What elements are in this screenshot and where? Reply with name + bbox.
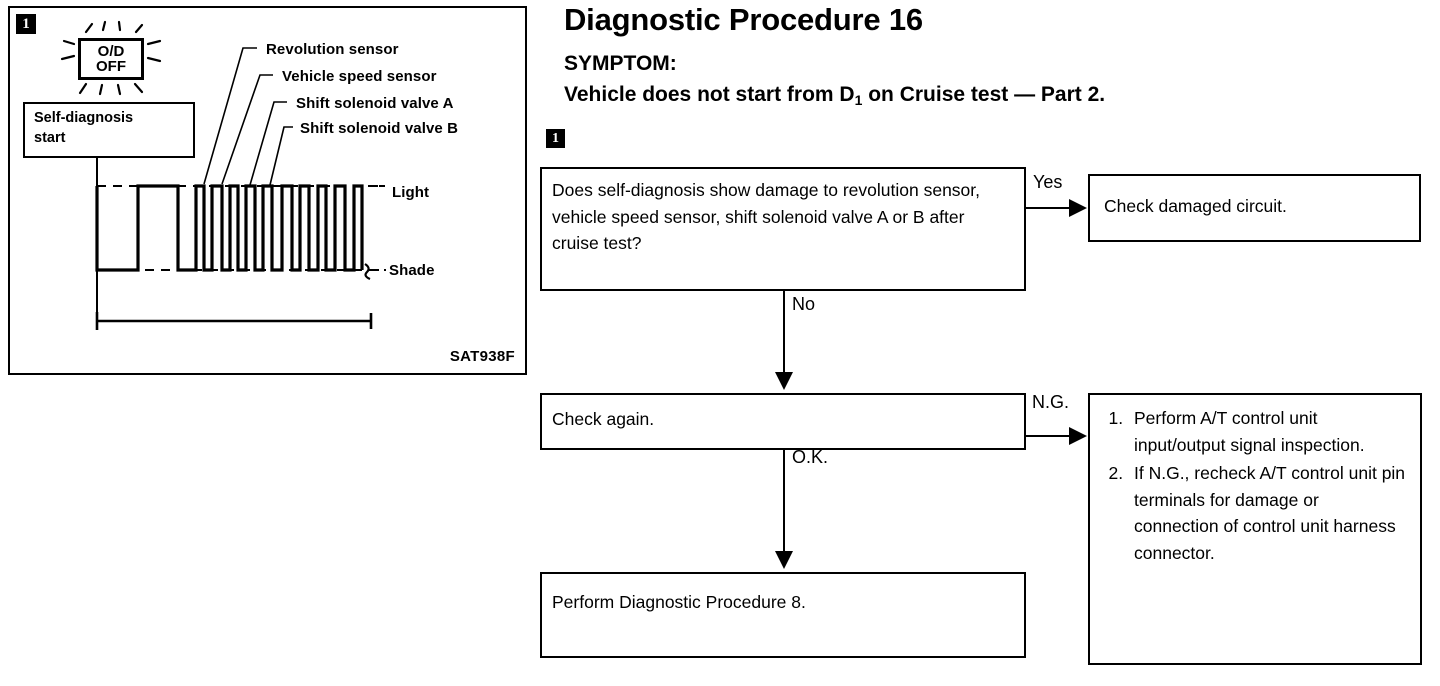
symptom-prefix: Vehicle does not start from D: [564, 83, 855, 106]
od-lamp-line2: OFF: [96, 58, 126, 75]
lamp-flash-rays-icon: [60, 20, 162, 96]
symptom-suffix: on Cruise test — Part 2.: [862, 83, 1106, 106]
illustration-panel: 1 O/D OFF Self-diagnosis: [8, 6, 527, 375]
flow-box-perform-diagnostic-procedure-8: Perform Diagnostic Procedure 8.: [540, 572, 1026, 658]
figure-code: SAT938F: [449, 348, 515, 365]
waveform-level-label-shade: Shade: [389, 262, 435, 279]
flow-step-marker: 1: [546, 129, 565, 148]
flow-question-text: Does self-diagnosis show damage to revol…: [552, 180, 981, 254]
self-diagnosis-waveform: [95, 158, 388, 330]
page-title: Diagnostic Procedure 16: [564, 2, 923, 37]
flow-check-damaged-text: Check damaged circuit.: [1104, 196, 1287, 216]
symptom-label: SYMPTOM:: [564, 52, 677, 75]
od-off-lamp-group: O/D OFF: [56, 20, 166, 96]
flow-box-ng-actions: Perform A/T control unit input/output si…: [1088, 393, 1422, 665]
list-item: If N.G., recheck A/T control unit pin te…: [1128, 460, 1408, 566]
self-diagnosis-line2: start: [34, 129, 66, 146]
edge-label-ng: N.G.: [1032, 392, 1070, 412]
flow-connectors: [775, 199, 1087, 569]
symptom-subscript: 1: [854, 92, 863, 108]
flow-box-question: Does self-diagnosis show damage to revol…: [540, 167, 1026, 291]
ng-actions-list: Perform A/T control unit input/output si…: [1102, 405, 1408, 567]
illustration-step-marker: 1: [16, 14, 36, 34]
edge-label-no: No: [792, 294, 816, 314]
symptom-text: Vehicle does not start from D1 on Cruise…: [564, 83, 1106, 108]
edge-label-yes: Yes: [1033, 172, 1063, 192]
flow-perform-dp8-text: Perform Diagnostic Procedure 8.: [552, 592, 806, 612]
callout-leader-lines: [203, 47, 293, 186]
flow-box-check-damaged-circuit: Check damaged circuit.: [1088, 174, 1421, 242]
waveform-level-label-light: Light: [392, 184, 430, 201]
flow-box-check-again: Check again.: [540, 393, 1026, 450]
callout-label-vehicle-speed-sensor: Vehicle speed sensor: [282, 68, 437, 85]
callout-label-revolution-sensor: Revolution sensor: [266, 41, 399, 58]
self-diagnosis-start-box: Self-diagnosis start: [23, 102, 195, 158]
callout-label-shift-solenoid-b: Shift solenoid valve B: [300, 120, 459, 137]
flow-check-again-text: Check again.: [552, 409, 655, 429]
edge-label-ok: O.K.: [792, 447, 829, 467]
od-lamp-line1: O/D: [97, 42, 125, 60]
callout-label-shift-solenoid-a: Shift solenoid valve A: [296, 95, 454, 112]
diagnostic-flow-area: Diagnostic Procedure 16 SYMPTOM: Vehicle…: [540, 0, 1440, 686]
list-item: Perform A/T control unit input/output si…: [1128, 405, 1408, 458]
self-diagnosis-line1: Self-diagnosis: [34, 110, 134, 126]
od-off-indicator: O/D OFF: [78, 38, 144, 80]
